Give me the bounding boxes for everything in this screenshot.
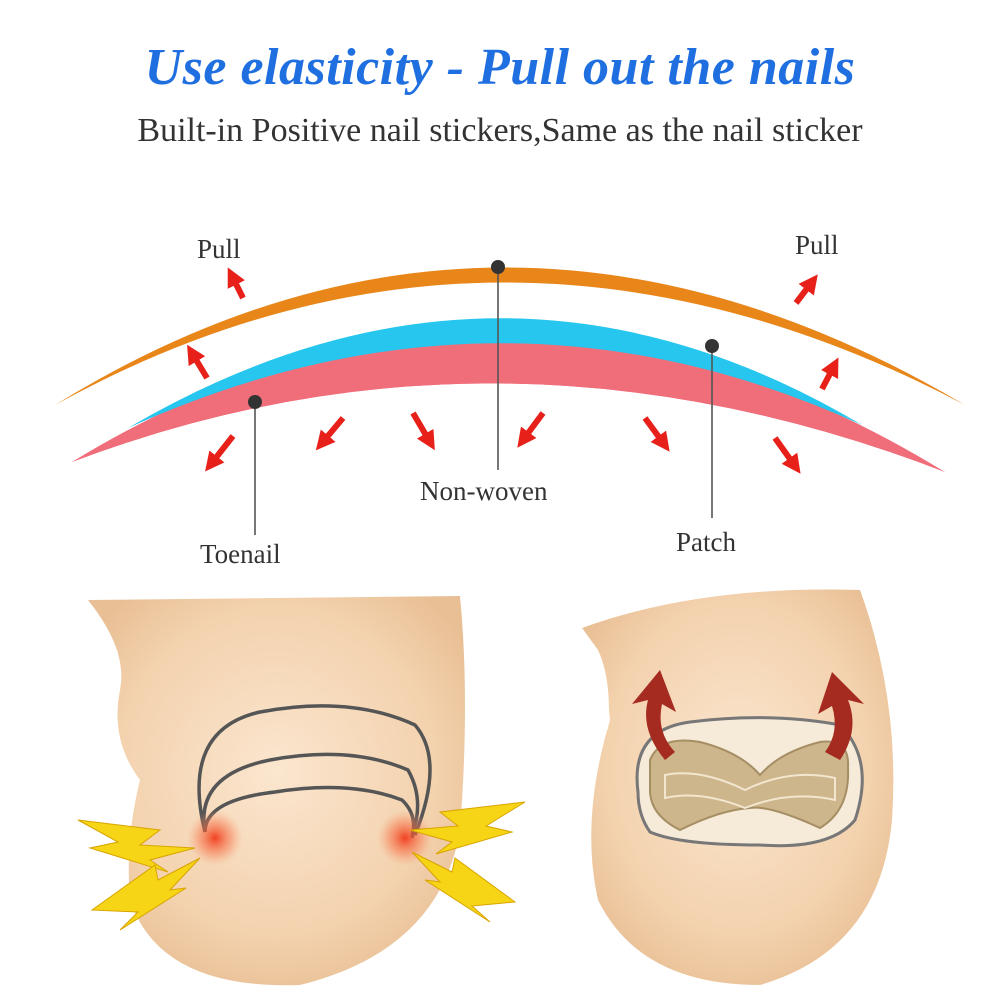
toenail-layer-front [72, 348, 945, 472]
push-arrow-down-6 [772, 436, 801, 474]
lightning-icon [77, 819, 196, 873]
push-arrow-down-5 [642, 416, 670, 452]
lightning-icon [90, 857, 201, 931]
lightning-icon [411, 851, 517, 923]
non-woven-layer [55, 267, 965, 405]
patch-label: Patch [676, 527, 736, 557]
pull-arrows [187, 267, 839, 474]
toe-ingrown-illustration [75, 596, 526, 986]
callout-leaders [254, 267, 713, 535]
subheadline: Built-in Positive nail stickers,Same as … [137, 112, 863, 149]
push-arrow-down-1 [205, 434, 236, 472]
non-woven-label: Non-woven [420, 476, 548, 506]
push-arrow-down-2 [315, 416, 346, 451]
headline: Use elasticity - Pull out the nails [144, 39, 856, 96]
lightning-icons [77, 801, 526, 931]
pull-arrow-up-right [793, 274, 818, 305]
push-arrow-down-4 [517, 411, 546, 448]
nail-layers-diagram [55, 267, 965, 472]
callout-dots [248, 260, 719, 409]
pull-label-left: Pull [197, 234, 241, 264]
pain-glow-right [377, 810, 433, 866]
toenail-label: Toenail [200, 539, 281, 569]
pull-arrow-up-right-2 [819, 357, 839, 391]
pull-arrow-up-left [227, 267, 246, 300]
nail-patch-pad [649, 739, 850, 832]
patch-layer [128, 318, 862, 428]
push-arrow-down-3 [410, 411, 435, 451]
pain-glow-left [187, 810, 243, 866]
toe-patch-illustration [580, 589, 894, 985]
pull-arrow-up-left-2 [187, 344, 210, 380]
pull-arrow-left-icon [632, 670, 676, 760]
pull-arrow-right-icon [818, 672, 864, 760]
pull-label-right: Pull [795, 230, 839, 260]
lightning-icon [409, 801, 526, 855]
